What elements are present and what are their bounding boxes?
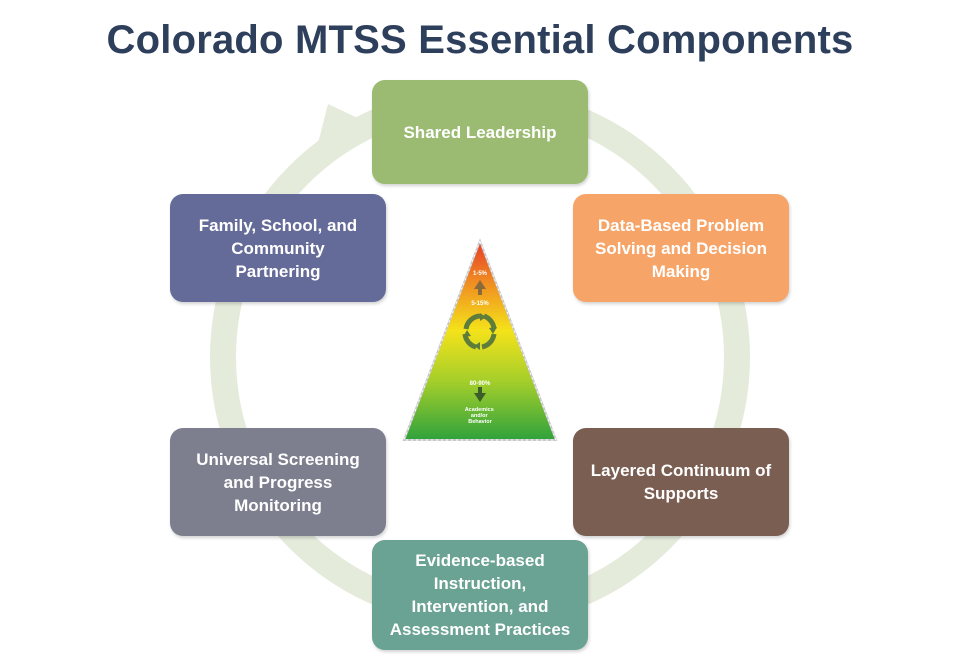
tier-top-label: 1-5% — [473, 271, 488, 277]
component-evidence-based-practices: Evidence-based Instruction, Intervention… — [372, 540, 588, 650]
component-layered-continuum: Layered Continuum of Supports — [573, 428, 789, 536]
component-shared-leadership: Shared Leadership — [372, 80, 588, 184]
component-family-school-community: Family, School, and Community Partnering — [170, 194, 386, 302]
tiered-pyramid: 1-5% 5-15% 80-90% Academics and/or Behav… — [400, 237, 560, 447]
component-universal-screening: Universal Screening and Progress Monitor… — [170, 428, 386, 536]
tier-base-label: 80-90% — [470, 381, 491, 387]
component-data-based-problem-solving: Data-Based Problem Solving and Decision … — [573, 194, 789, 302]
tier-middle-label: 5-15% — [471, 301, 489, 307]
